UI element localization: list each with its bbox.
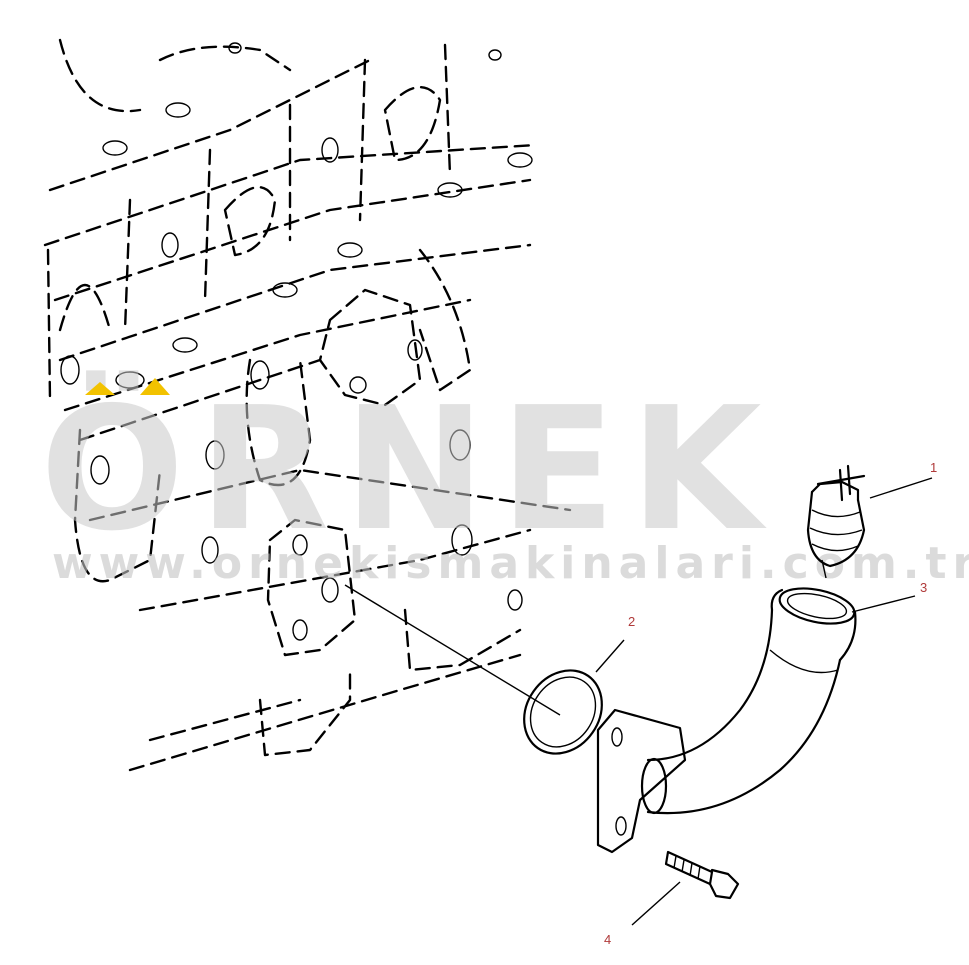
engine-block — [43, 38, 572, 772]
callout-3: 3 — [920, 580, 927, 595]
watermark-accent-mark — [85, 378, 170, 395]
center-line — [344, 584, 561, 716]
callout-1: 1 — [930, 460, 937, 475]
suction-pipe — [596, 587, 857, 854]
bolt — [664, 850, 740, 900]
strainer — [806, 464, 866, 579]
watermark-brand: ÖRNEK — [40, 370, 776, 569]
watermark: ÖRNEK www.ornekismakinalari.com.tr — [40, 370, 969, 589]
leader-lines — [595, 477, 933, 926]
callout-4: 4 — [604, 932, 611, 947]
watermark-url: www.ornekismakinalari.com.tr — [52, 538, 969, 589]
callout-2: 2 — [628, 614, 635, 629]
gasket — [523, 669, 603, 755]
callouts: 1 2 3 4 — [604, 460, 937, 947]
